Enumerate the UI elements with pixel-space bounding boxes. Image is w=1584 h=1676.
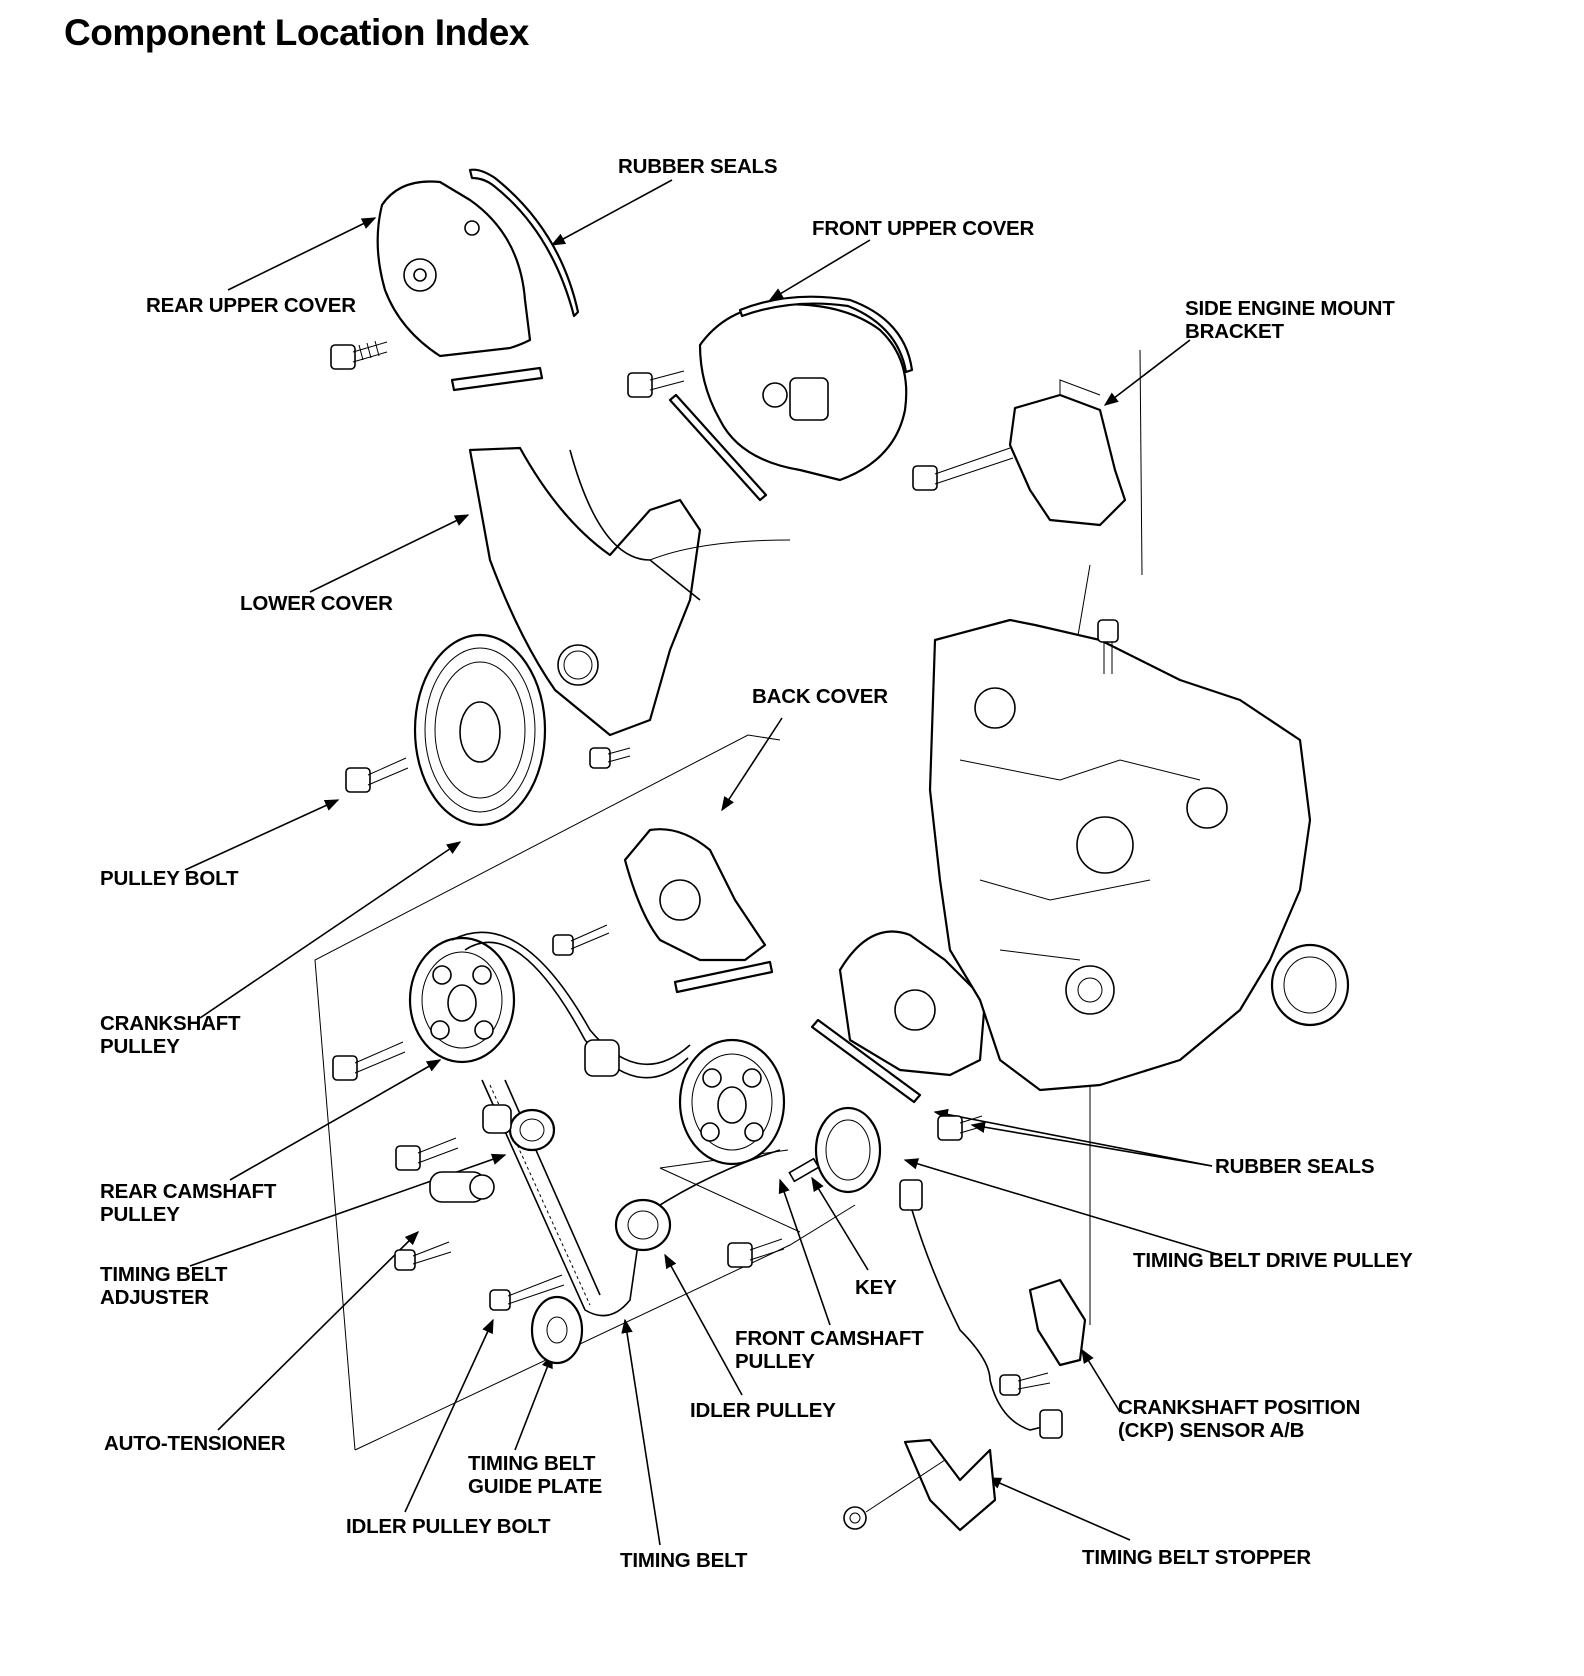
label-rubber-seals-top: RUBBER SEALS: [618, 155, 778, 178]
label-crankshaft-pulley-line1: CRANKSHAFT: [100, 1012, 241, 1035]
leader-rubber-seals-right-1: [970, 1121, 1213, 1167]
leader-front-camshaft-pulley: [778, 1178, 831, 1326]
leader-idler-pulley-bolt: [404, 1318, 494, 1513]
label-rear-camshaft-pulley-line1: REAR CAMSHAFT: [100, 1180, 277, 1203]
label-back-cover: BACK COVER: [752, 685, 888, 708]
leader-crankshaft-pulley: [199, 841, 462, 1019]
idler-pulley-art: [614, 1198, 672, 1252]
label-rear-camshaft-pulley: REAR CAMSHAFT PULLEY: [100, 1180, 276, 1226]
label-rear-upper-cover: REAR UPPER COVER: [146, 294, 356, 317]
front-back-plate-art: [810, 930, 987, 1141]
label-crankshaft-pulley: CRANKSHAFT PULLEY: [100, 1012, 241, 1058]
back-cover-art: [552, 828, 774, 994]
label-timing-belt-adjuster: TIMING BELT ADJUSTER: [100, 1263, 227, 1309]
label-crankshaft-pulley-line2: PULLEY: [100, 1035, 180, 1058]
label-pulley-bolt: PULLEY BOLT: [100, 867, 239, 890]
label-front-upper-cover: FRONT UPPER COVER: [812, 217, 1035, 240]
lower-cover-art: [468, 446, 791, 769]
group-frames: [314, 349, 1143, 1451]
front-camshaft-pulley-art: [678, 1038, 786, 1166]
leader-ckp-sensor: [1081, 1348, 1121, 1413]
leader-timing-belt-stopper: [986, 1477, 1131, 1541]
leader-idler-pulley: [664, 1253, 743, 1396]
crankshaft-pulley-art: [345, 633, 547, 827]
label-rear-camshaft-pulley-line2: PULLEY: [100, 1203, 180, 1226]
leader-guide-plate: [514, 1353, 553, 1451]
leader-lines: [184, 179, 1221, 1546]
leader-timing-belt: [621, 1318, 661, 1546]
label-timing-belt-guide-plate-line1: TIMING BELT: [468, 1452, 596, 1475]
label-timing-belt-adjuster-line1: TIMING BELT: [100, 1263, 228, 1286]
label-auto-tensioner: AUTO-TENSIONER: [104, 1432, 286, 1455]
leader-key: [811, 1176, 869, 1271]
leader-side-mount-bracket: [1103, 339, 1191, 406]
rear-upper-cover-art: [330, 168, 580, 392]
label-timing-belt-stopper: TIMING BELT STOPPER: [1082, 1546, 1311, 1569]
label-side-engine-mount-bracket: SIDE ENGINE MOUNT BRACKET: [1185, 297, 1395, 343]
rear-camshaft-pulley-art: [408, 936, 516, 1064]
leader-rubber-seals-top: [550, 179, 673, 246]
tensioner-pulley-art: [508, 1108, 556, 1152]
label-rubber-seals-right: RUBBER SEALS: [1215, 1155, 1375, 1178]
leader-rear-upper-cover: [227, 217, 377, 291]
leader-pulley-bolt: [184, 799, 340, 871]
front-upper-cover-art: [627, 295, 914, 502]
engine-block-art: [928, 618, 1350, 1092]
leader-back-cover: [721, 717, 783, 812]
label-idler-pulley-bolt: IDLER PULLEY BOLT: [346, 1515, 551, 1538]
label-idler-pulley: IDLER PULLEY: [690, 1399, 836, 1422]
label-ckp-sensor-line1: CRANKSHAFT POSITION: [1118, 1396, 1361, 1419]
leader-auto-tensioner: [217, 1230, 420, 1431]
label-lower-cover: LOWER COVER: [240, 592, 393, 615]
side-mount-bracket-art: [912, 379, 1127, 527]
label-timing-belt-adjuster-line2: ADJUSTER: [100, 1286, 209, 1309]
label-front-camshaft-pulley-line1: FRONT CAMSHAFT: [735, 1327, 924, 1350]
label-ckp-sensor: CRANKSHAFT POSITION (CKP) SENSOR A/B: [1118, 1396, 1360, 1442]
label-front-camshaft-pulley-line2: PULLEY: [735, 1350, 815, 1373]
leader-front-upper-cover: [768, 239, 871, 301]
label-front-camshaft-pulley: FRONT CAMSHAFT PULLEY: [735, 1327, 924, 1373]
label-timing-belt-guide-plate: TIMING BELT GUIDE PLATE: [468, 1452, 602, 1498]
page-title: Component Location Index: [64, 12, 529, 53]
leader-lower-cover: [309, 514, 470, 593]
ckp-sensor-art: [899, 1179, 1087, 1439]
timing-belt-stopper-art: [843, 1438, 997, 1532]
drive-pulley-art: [727, 1106, 882, 1268]
leader-rear-camshaft-pulley: [229, 1059, 442, 1181]
leader-drive-pulley: [903, 1158, 1221, 1256]
label-timing-belt: TIMING BELT: [620, 1549, 748, 1572]
label-side-engine-mount-bracket-line2: BRACKET: [1185, 320, 1284, 343]
leader-rubber-seals-right-2: [933, 1108, 1213, 1167]
label-side-engine-mount-bracket-line1: SIDE ENGINE MOUNT: [1185, 297, 1395, 320]
guide-plate-art: [489, 1274, 584, 1365]
label-key: KEY: [855, 1276, 897, 1299]
label-timing-belt-drive-pulley: TIMING BELT DRIVE PULLEY: [1133, 1249, 1413, 1272]
label-ckp-sensor-line2: (CKP) SENSOR A/B: [1118, 1419, 1305, 1442]
label-timing-belt-guide-plate-line2: GUIDE PLATE: [468, 1475, 603, 1498]
adjuster-art: [332, 1039, 620, 1271]
